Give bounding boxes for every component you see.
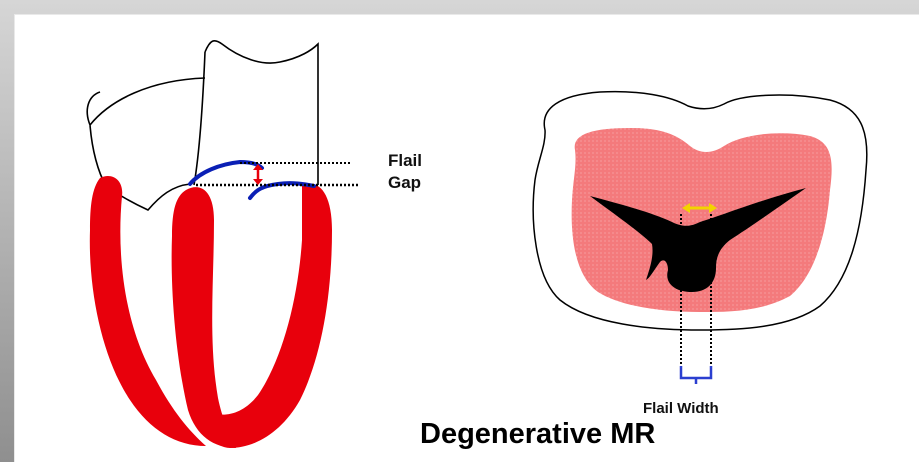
slide-caption: Degenerative MR — [420, 418, 655, 451]
mitral-en-face-view — [533, 92, 867, 384]
anterior-mitral-leaflet — [190, 162, 262, 184]
interventricular-septum — [172, 187, 236, 448]
flail-width-label: Flail Width — [643, 400, 719, 417]
flail-gap-label-line1: Flail — [388, 150, 422, 172]
flail-gap-label-line2: Gap — [388, 172, 422, 194]
atrium-left-wall — [194, 52, 205, 185]
heart-long-axis-view — [87, 41, 360, 448]
flail-width-bracket — [681, 366, 711, 384]
flail-gap-label: Flail Gap — [388, 150, 422, 194]
